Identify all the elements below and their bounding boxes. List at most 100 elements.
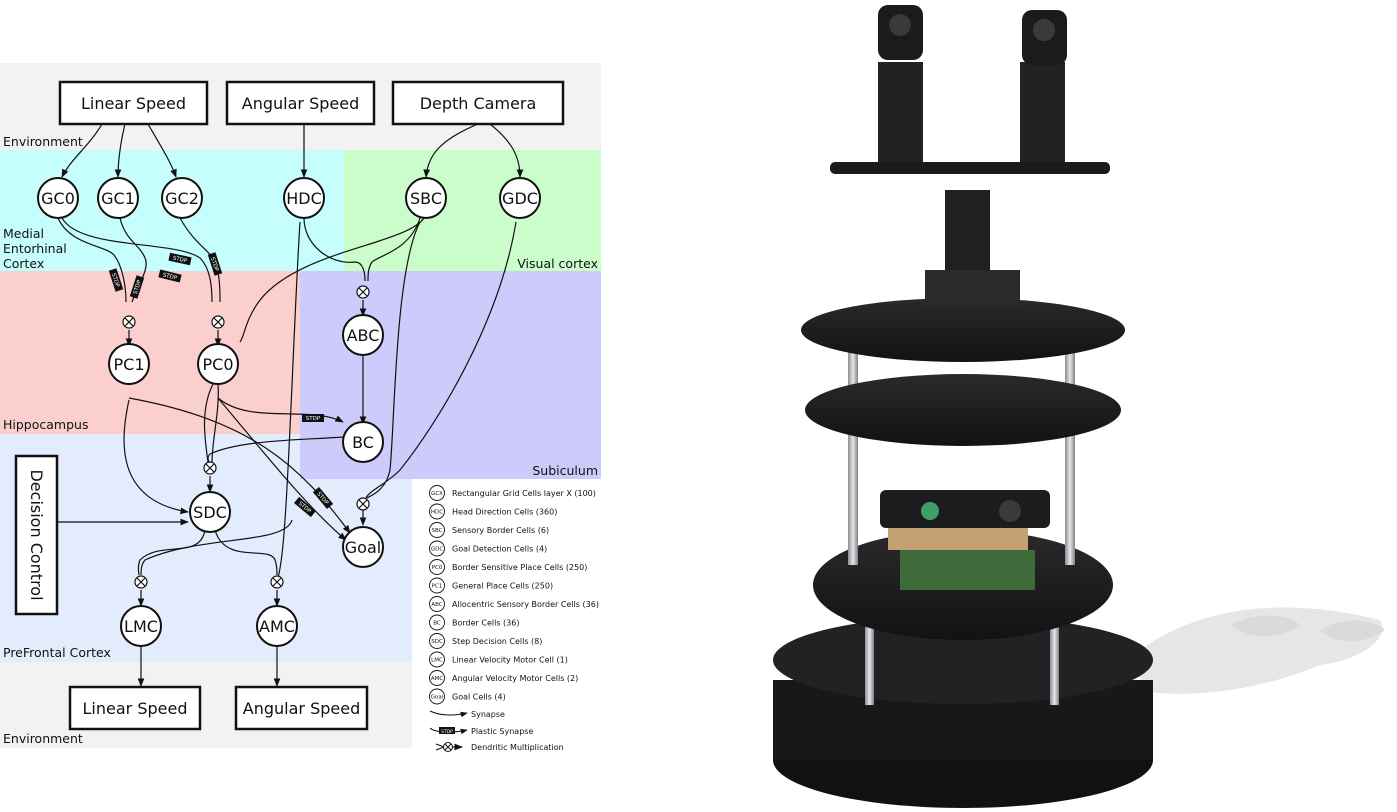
linear-speed-output-box: Linear Speed [68, 685, 202, 731]
legend-item: SBC Sensory Border Cells (6) [429, 522, 549, 538]
visual-cortex-label: Visual cortex [517, 256, 598, 271]
robot-camera-lens [1033, 19, 1055, 41]
multiply-icon [356, 285, 370, 299]
prefrontal-label: PreFrontal Cortex [3, 645, 111, 660]
node-amc: AMC [256, 605, 298, 647]
legend-item: AMC Angular Velocity Motor Cells (2) [429, 670, 578, 686]
svg-text:Angular Velocity Motor Cells (: Angular Velocity Motor Cells (2) [452, 674, 578, 683]
prefrontal-region-ext [300, 479, 412, 662]
linear-speed-output-label: Linear Speed [83, 699, 188, 718]
svg-text:LMC: LMC [124, 617, 158, 636]
robot-shadow [1230, 615, 1300, 637]
robot-pillar [1050, 555, 1059, 705]
multiply-icon [356, 497, 370, 511]
environment-top-label: Environment [3, 134, 83, 149]
node-gc2: GC2 [161, 177, 203, 219]
multiplication-junctions [122, 285, 370, 589]
svg-text:STDP: STDP [172, 256, 188, 265]
node-gc1: GC1 [97, 177, 139, 219]
node-pc0: PC0 [197, 343, 239, 385]
legend-item: SDC Step Decision Cells (8) [429, 633, 542, 649]
node-gc0: GC0 [37, 177, 79, 219]
hippocampus-region [0, 271, 300, 434]
robot-pillar [848, 345, 858, 565]
svg-text:AMC: AMC [431, 676, 444, 682]
robot-shadow [1320, 620, 1385, 642]
svg-text:STDP: STDP [306, 416, 321, 422]
svg-text:SDC: SDC [431, 639, 443, 645]
node-abc: ABC [342, 314, 384, 356]
stdp-tag: STDP [108, 268, 124, 292]
robot-sensor-lens [999, 500, 1021, 522]
robot-middle-deck [805, 374, 1121, 446]
svg-text:STDP: STDP [133, 279, 143, 295]
robot-camera-lens [889, 14, 911, 36]
svg-text:GDC: GDC [502, 189, 538, 208]
svg-text:Sensory Border Cells (6): Sensory Border Cells (6) [452, 526, 549, 535]
angular-speed-output-box: Angular Speed [234, 685, 369, 731]
linear-speed-input-box: Linear Speed [58, 80, 209, 126]
decision-control-label: Decision Control [27, 469, 46, 600]
entorhinal-label: Entorhinal [3, 241, 67, 256]
node-hdc: HDC [283, 177, 325, 219]
stdp-tag: STDP [168, 252, 192, 266]
multiply-icon [122, 315, 136, 329]
node-bc: BC [342, 421, 384, 463]
svg-text:Linear Velocity Motor Cell (1): Linear Velocity Motor Cell (1) [452, 656, 568, 665]
legend-synapse: Synapse [429, 710, 505, 719]
robot-mast [945, 190, 990, 270]
svg-text:ABC: ABC [431, 602, 442, 608]
stdp-tag: STDP [129, 275, 145, 299]
stdp-tag: STDP [207, 252, 223, 276]
medial-label: Medial [3, 226, 44, 241]
svg-text:GC0: GC0 [41, 189, 75, 208]
node-goal: Goal [342, 526, 384, 568]
svg-text:GC1: GC1 [101, 189, 135, 208]
stdp-tag: STDP [158, 269, 182, 283]
svg-text:PC0: PC0 [203, 355, 234, 374]
svg-text:GC2: GC2 [165, 189, 199, 208]
svg-text:Step Decision Cells (8): Step Decision Cells (8) [452, 637, 542, 646]
multiply-icon [203, 461, 217, 475]
robot-shadow [1140, 607, 1382, 694]
environment-bottom-label: Environment [3, 731, 83, 746]
depth-camera-box: Depth Camera [391, 80, 565, 126]
svg-text:Dendritic Multiplication: Dendritic Multiplication [471, 743, 564, 752]
stdp-tag: STDP [302, 414, 324, 422]
svg-text:STDP: STDP [162, 272, 178, 281]
node-gdc: GDC [499, 177, 541, 219]
svg-text:ABC: ABC [347, 326, 380, 345]
multiply-icon [211, 315, 225, 329]
svg-text:Plastic Synapse: Plastic Synapse [471, 727, 533, 736]
svg-text:Goal: Goal [431, 695, 444, 701]
cortex-label: Cortex [3, 256, 44, 271]
node-lmc: LMC [120, 605, 162, 647]
svg-text:Rectangular Grid Cells layer X: Rectangular Grid Cells layer X (100) [452, 489, 596, 498]
robot-board [888, 528, 1028, 550]
node-pc1: PC1 [108, 343, 150, 385]
svg-text:PC1: PC1 [432, 584, 443, 590]
robot-sensor-lens [921, 502, 939, 520]
svg-text:BC: BC [352, 433, 374, 452]
svg-text:Synapse: Synapse [471, 710, 505, 719]
svg-text:Goal: Goal [345, 538, 381, 557]
robot-camera-mount-left [878, 62, 923, 162]
depth-camera-label: Depth Camera [420, 94, 537, 113]
svg-text:Border Sensitive Place Cells (: Border Sensitive Place Cells (250) [452, 563, 587, 572]
multiply-icon [134, 575, 148, 589]
svg-text:STDP: STDP [110, 273, 120, 289]
svg-text:SBC: SBC [431, 528, 442, 534]
node-sdc: SDC [189, 491, 231, 533]
robot-top-deck [801, 298, 1125, 362]
angular-speed-input-label: Angular Speed [242, 94, 359, 113]
linear-speed-input-label: Linear Speed [81, 94, 186, 113]
robot-pillar [1065, 345, 1075, 565]
